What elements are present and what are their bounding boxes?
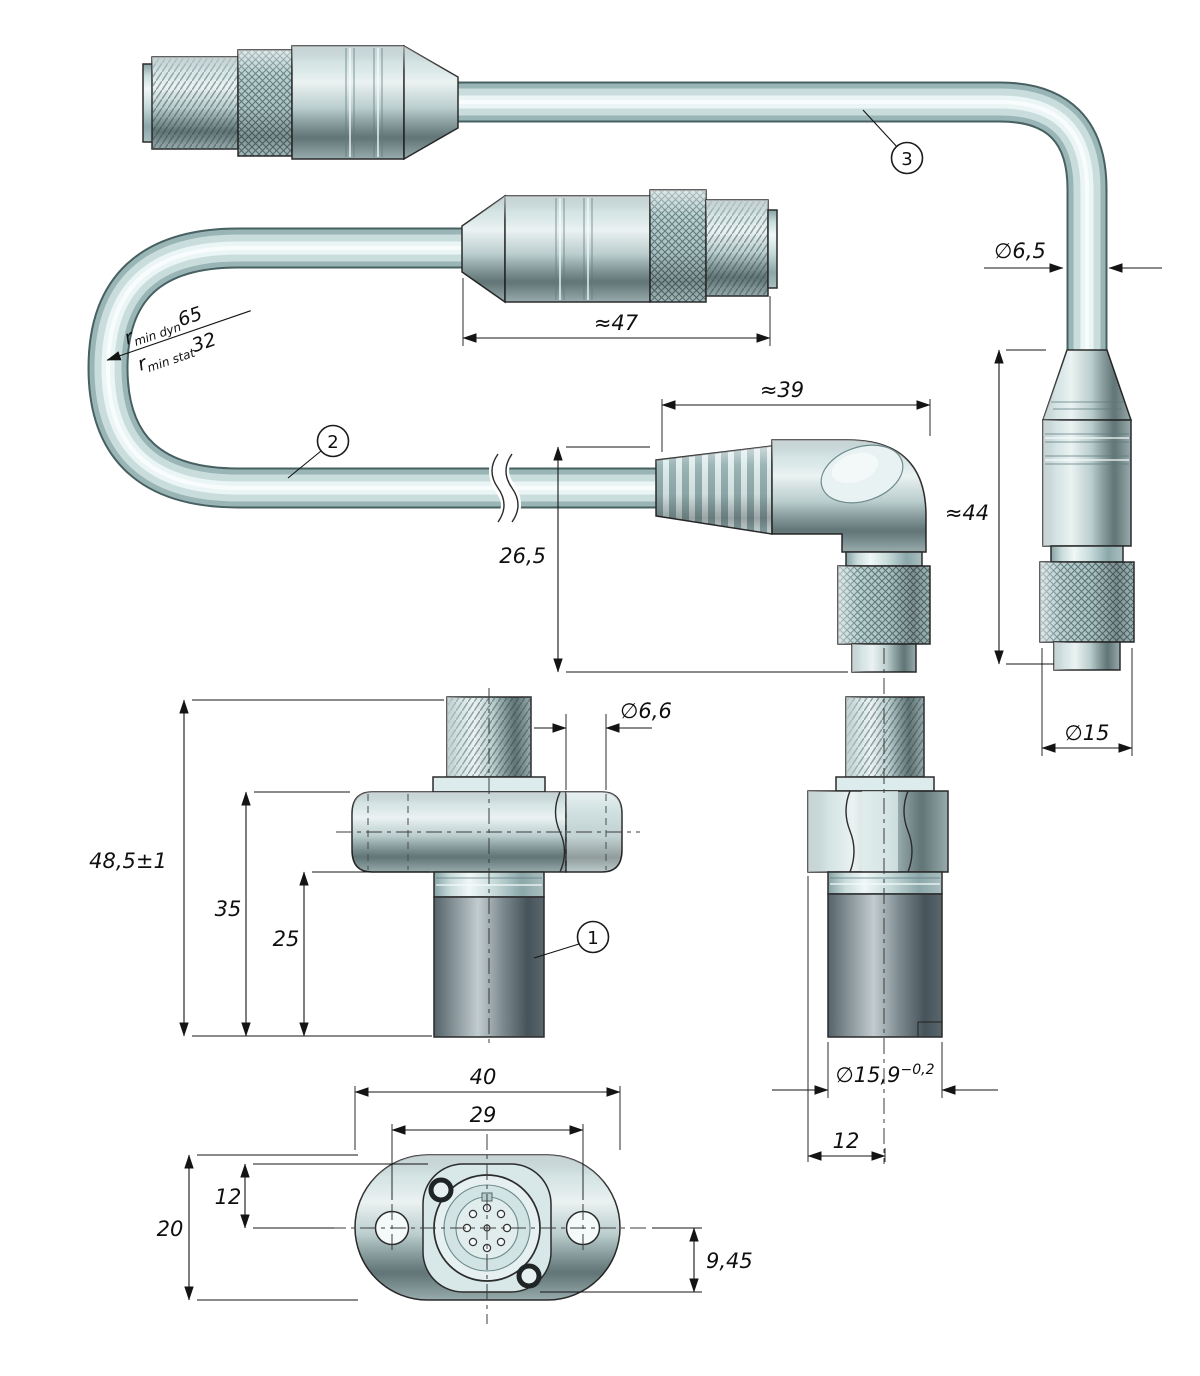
dim-barrel-dia-label: ∅15,9−0,2: [835, 1062, 934, 1087]
dim-flange-width: 20: [157, 1154, 358, 1301]
callout-1-label: 1: [587, 928, 598, 949]
top-cable: [458, 81, 1108, 350]
dim-nut-dia: ∅15: [1041, 648, 1133, 756]
dim-connector-length: ≈47: [462, 278, 771, 346]
dim-flange-edge-to-center: 12: [807, 876, 886, 1162]
dim-plate-offset-top-label: 12: [215, 1185, 242, 1209]
screw-top-left: [428, 1177, 454, 1203]
centerlines: [330, 648, 885, 1324]
dim-flange-length-label: 40: [470, 1065, 497, 1089]
dim-plate-offset-bottom-label: 9,45: [706, 1249, 753, 1273]
sensor-front-view: [351, 696, 623, 1038]
dim-height-to-flange-bottom-label: 25: [273, 927, 300, 951]
dim-barrel-dia: ∅15,9−0,2: [772, 1042, 998, 1098]
dim-height-to-flange-bottom: 25: [273, 871, 430, 1037]
dim-flange-edge-to-center-label: 12: [833, 1129, 860, 1153]
angled-connector-view: [655, 439, 931, 673]
callout-3: 3: [862, 109, 924, 175]
dim-elbow-height: 26,5: [499, 446, 848, 673]
right-vertical-connector-view: [1039, 349, 1135, 671]
callout-1: 1: [533, 920, 610, 959]
dim-connector-length-label: ≈47: [594, 311, 639, 335]
dim-elbow-height-label: 26,5: [499, 544, 546, 568]
dim-height-to-flange-top-label: 35: [215, 897, 242, 921]
callout-2: 2: [287, 424, 350, 479]
callout-3-label: 3: [901, 149, 912, 170]
straight-connector-side-view: [461, 189, 778, 304]
dim-elbow-length: ≈39: [661, 378, 931, 452]
dim-plate-offset-top: 12: [215, 1163, 428, 1229]
dim-hole-spacing: 29: [391, 1103, 584, 1200]
dim-height-to-flange-top: 35: [215, 791, 350, 1037]
dim-connector-height-label: ≈44: [945, 501, 989, 525]
callout-2-label: 2: [327, 432, 338, 453]
connector-pins: [462, 1203, 512, 1253]
dim-flange-hole-dia-label: ∅6,6: [620, 699, 672, 723]
dim-nut-dia-label: ∅15: [1064, 721, 1109, 745]
dim-cable-dia-label: ∅6,5: [994, 239, 1046, 263]
bottom-cable: [87, 227, 660, 509]
cable-break-symbol: [489, 448, 521, 528]
dim-flange-length: 40: [354, 1065, 621, 1150]
dim-flange-width-label: 20: [157, 1217, 184, 1241]
dim-overall-height: 48,5±1: [89, 699, 444, 1037]
dim-overall-height-label: 48,5±1: [89, 849, 167, 873]
dim-connector-height: ≈44: [945, 349, 1054, 665]
dim-plate-offset-bottom: 9,45: [540, 1227, 753, 1293]
dim-elbow-length-label: ≈39: [760, 378, 804, 402]
dim-flange-hole-dia: ∅6,6: [534, 699, 672, 790]
screw-bottom-right: [516, 1263, 542, 1289]
sensor-side-view: [807, 696, 949, 1038]
straight-connector-top-view: [142, 44, 459, 161]
dim-cable-dia: ∅6,5: [984, 239, 1162, 273]
dim-hole-spacing-label: 29: [470, 1103, 497, 1127]
